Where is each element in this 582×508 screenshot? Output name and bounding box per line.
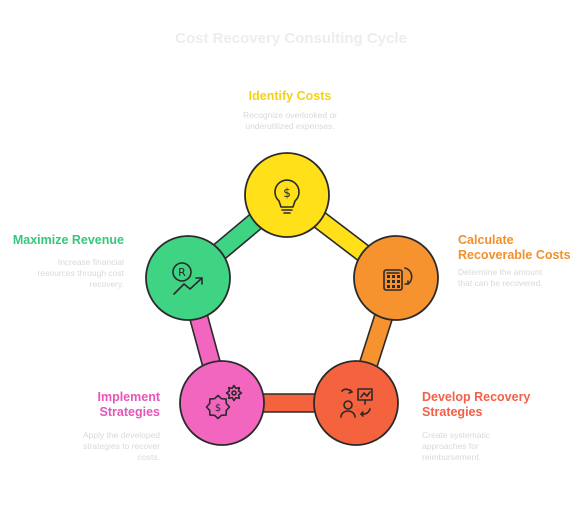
gears-dollar-icon: $: [205, 384, 243, 420]
step-1-description: Recognize overlooked or underutilized ex…: [242, 110, 338, 131]
step-4-circle: [179, 360, 265, 446]
step-2-title: Calculate Recoverable Costs: [458, 233, 571, 262]
step-1-node: $: [244, 152, 330, 238]
step-5-title: Maximize Revenue: [12, 233, 124, 247]
svg-text:$: $: [215, 403, 221, 414]
step-2-circle: [353, 235, 439, 321]
step-3-description: Create systematic approaches for reimbur…: [422, 430, 491, 462]
rupee-growth-icon: R: [172, 262, 203, 295]
step-5-description: Increase financial resources through cos…: [37, 257, 124, 289]
svg-text:R: R: [178, 266, 186, 279]
step-4-title: Implement Strategies: [97, 390, 160, 419]
step-3-node: [313, 360, 399, 446]
step-4-node: $: [179, 360, 265, 446]
step-1-circle: [244, 152, 330, 238]
diagram-title: Cost Recovery Consulting Cycle: [175, 30, 407, 47]
step-3-circle: [313, 360, 399, 446]
step-4-description: Apply the developed strategies to recove…: [82, 430, 160, 462]
step-2-description: Determine the amount that can be recover…: [458, 267, 543, 288]
calculator-icon: [383, 267, 413, 291]
step-5-node: R: [145, 235, 231, 321]
step-2-node: [353, 235, 439, 321]
strategy-presentation-icon: [340, 388, 373, 418]
step-3-title: Develop Recovery Strategies: [422, 390, 531, 419]
lightbulb-dollar-icon: $: [274, 179, 300, 214]
svg-text:$: $: [283, 186, 291, 200]
step-1-title: Identify Costs: [248, 89, 332, 103]
